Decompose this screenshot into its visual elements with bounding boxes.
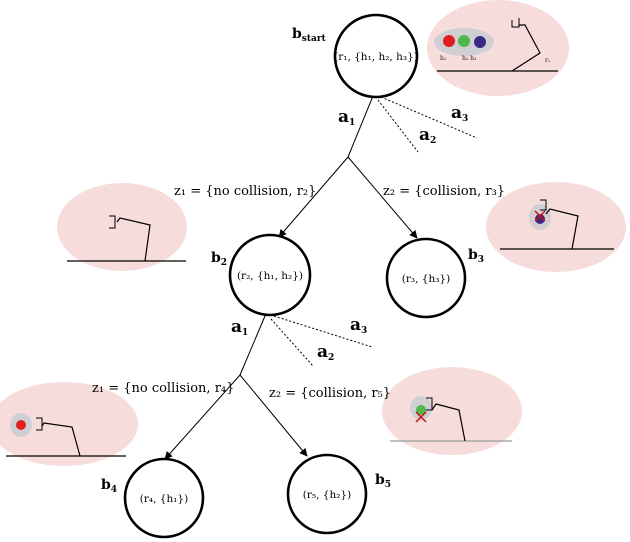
node-name: bstart bbox=[292, 26, 327, 44]
hypothesis-green-dot bbox=[458, 35, 470, 47]
edge-observation-z1-level2 bbox=[164, 374, 241, 460]
hypothesis-red-dot bbox=[16, 420, 26, 430]
illustration-collision-b5 bbox=[382, 367, 522, 455]
illustration-no-collision-b2 bbox=[57, 183, 187, 271]
action-label-a2-level2: a2 bbox=[317, 342, 334, 363]
node-name: b2 bbox=[211, 250, 227, 268]
robot-arm bbox=[545, 208, 579, 250]
label-h1: h₁ bbox=[440, 55, 446, 62]
node-b-start: (r₁, {h₁, h₂, h₃}) bstart bbox=[292, 13, 419, 99]
gripper bbox=[109, 215, 116, 229]
hypothesis-blue-dot bbox=[535, 214, 545, 224]
belief-circle bbox=[286, 453, 368, 535]
observation-label-z1-level1: z₁ = {no collision, r₂} bbox=[174, 184, 316, 199]
edge-action-a2-level1 bbox=[377, 99, 419, 153]
node-b3: (r₃, {h₃}) b3 bbox=[385, 237, 484, 319]
node-content: (r₂, {h₁, h₂}) bbox=[237, 270, 303, 282]
hypothesis-blue-dot bbox=[474, 36, 486, 48]
node-name: b3 bbox=[468, 247, 484, 265]
node-name: b5 bbox=[375, 472, 391, 490]
gripper bbox=[426, 397, 433, 411]
edge-action-a1-level2 bbox=[239, 315, 266, 376]
node-content: (r₄, {h₁}) bbox=[140, 493, 188, 505]
edge-action-a1-level1 bbox=[347, 95, 374, 158]
illustration-panel bbox=[427, 0, 569, 96]
observation-label-z2-level1: z₂ = {collision, r₃} bbox=[383, 184, 505, 199]
robot-arm bbox=[511, 24, 541, 72]
hypothesis-red-dot bbox=[443, 35, 455, 47]
action-label-a1-level2: a1 bbox=[231, 317, 248, 338]
illustration-start: h₁ h₂ h₃ r₁ bbox=[427, 0, 569, 96]
robot-arm bbox=[431, 403, 466, 442]
illustration-panel bbox=[0, 382, 138, 466]
illustration-panel bbox=[57, 183, 187, 271]
edge-observation-z2-level2 bbox=[239, 374, 308, 457]
node-b4: (r₄, {h₁}) b4 bbox=[101, 457, 205, 539]
edge-observation-z1-level1 bbox=[278, 156, 349, 238]
edge-action-a2-level2 bbox=[270, 318, 314, 367]
belief-circle bbox=[333, 13, 419, 99]
node-content: (r₅, {h₂}) bbox=[303, 489, 351, 501]
illustration-panel bbox=[382, 367, 522, 455]
hypothesis-green-dot bbox=[416, 405, 426, 415]
node-content: (r₁, {h₁, h₂, h₃}) bbox=[334, 51, 418, 63]
gripper bbox=[540, 199, 547, 211]
node-content: (r₃, {h₃}) bbox=[402, 273, 450, 285]
label-h2-h3: h₂ h₃ bbox=[462, 55, 477, 62]
edge-observation-z2-level1 bbox=[347, 156, 418, 239]
observation-label-z1-level2: z₁ = {no collision, r₄} bbox=[92, 381, 234, 396]
illustration-no-collision-b4 bbox=[0, 382, 138, 466]
observation-label-z2-level2: z₂ = {collision, r₅} bbox=[269, 386, 391, 401]
illustration-collision-b3 bbox=[486, 182, 626, 272]
node-b5: (r₅, {h₂}) b5 bbox=[286, 453, 391, 535]
belief-circle bbox=[123, 457, 205, 539]
belief-circle bbox=[385, 237, 467, 319]
edge-action-a3-level1 bbox=[380, 96, 478, 139]
gripper bbox=[36, 417, 43, 431]
action-label-a3-level1: a3 bbox=[451, 103, 468, 124]
action-label-a1-level1: a1 bbox=[338, 107, 355, 128]
edge-action-a3-level2 bbox=[273, 315, 373, 348]
action-label-a2-level1: a2 bbox=[419, 125, 436, 146]
robot-arm bbox=[116, 217, 151, 262]
robot-arm bbox=[41, 422, 81, 457]
node-b2: (r₂, {h₁, h₂}) b2 bbox=[211, 233, 312, 317]
label-r1: r₁ bbox=[545, 57, 550, 64]
action-label-a3-level2: a3 bbox=[350, 315, 367, 336]
node-name: b4 bbox=[101, 477, 117, 495]
belief-circle bbox=[228, 233, 312, 317]
illustration-panel bbox=[486, 182, 626, 272]
gripper bbox=[511, 18, 520, 28]
